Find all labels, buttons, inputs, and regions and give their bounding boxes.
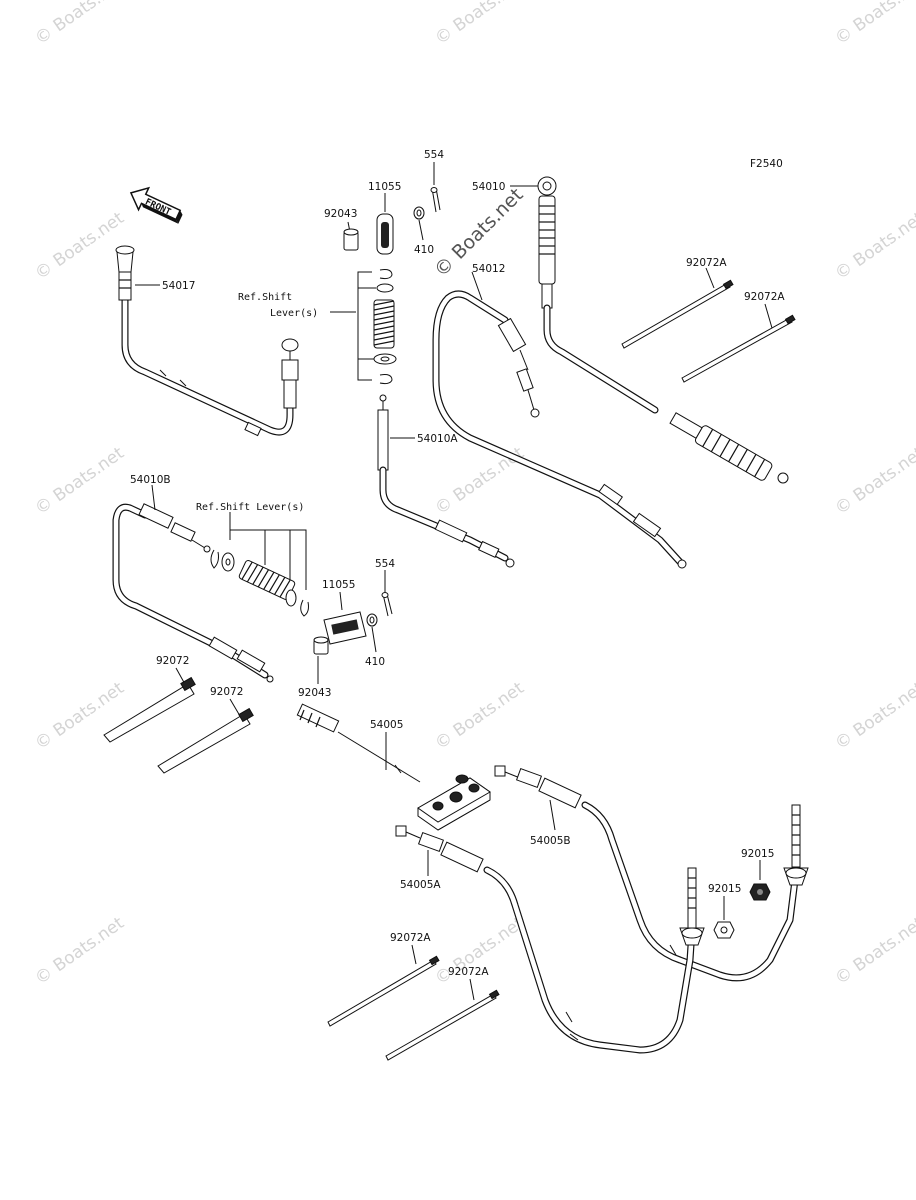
front-arrow-icon: FRONT [129,186,183,224]
cable-tie-92072A-3 [327,955,440,1027]
cable-junction-block [417,774,491,831]
label-11055-top: 11055 [368,181,401,193]
label-54012: 54012 [472,263,505,275]
watermark: © Boats.net [31,913,128,989]
cable-54005 [296,703,421,783]
threaded-end-right [783,804,809,886]
cable-54012 [432,290,687,569]
label-92072A-3: 92072A [390,932,431,944]
washer-410-mid [366,613,378,627]
spring-stack-mid [210,549,309,617]
cotter-pin-554-mid [381,592,393,617]
watermark: © Boats.net [831,0,916,49]
pin-92043-mid [313,636,329,655]
figure-code: F2540 [750,158,783,170]
watermark: © Boats.net [31,678,128,754]
label-54017: 54017 [162,280,195,292]
cable-54010B [112,503,274,683]
label-410-top: 410 [414,244,434,256]
cable-tie-92072-1 [103,676,196,743]
label-54005: 54005 [370,719,403,731]
cable-54005B [494,765,799,982]
label-92072-2: 92072 [210,686,243,698]
pin-92043-top [343,228,359,251]
spring-stack-top [373,269,397,385]
nut-92015-2 [713,921,735,939]
watermark-layer: © Boats.net © Boats.net © Boats.net © Bo… [31,0,916,989]
watermark: © Boats.net [831,678,916,754]
cable-54017 [115,245,299,437]
ref-shift-label-mid: Ref.Shift Lever(s) [196,502,304,513]
label-554-mid: 554 [375,558,395,570]
cable-54005A [395,825,696,1054]
watermark: © Boats.net [831,913,916,989]
watermark: © Boats.net [431,0,528,49]
label-92015-1: 92015 [741,848,774,860]
label-92072A-4: 92072A [448,966,489,978]
cable-tie-92072A-1 [621,279,734,349]
washer-410-top [413,206,425,220]
cable-54010A [377,394,515,568]
cable-tie-92072-2 [157,707,254,774]
watermark: © Boats.net [831,208,916,284]
bracket-11055-mid [323,611,367,645]
label-54010A: 54010A [417,433,458,445]
cable-tie-92072A-4 [385,989,500,1061]
label-92015-2: 92015 [708,883,741,895]
label-92043-top: 92043 [324,208,357,220]
label-410-mid: 410 [365,656,385,668]
cable-54010 [537,176,789,484]
label-92043-mid: 92043 [298,687,331,699]
watermark: © Boats.net [431,678,528,754]
ref-shift-label-top-1: Ref.Shift [238,292,292,303]
watermark: © Boats.net [831,443,916,519]
label-92072A-2: 92072A [744,291,785,303]
label-54005B: 54005B [530,835,571,847]
label-92072A-1: 92072A [686,257,727,269]
label-11055-mid: 11055 [322,579,355,591]
threaded-end-left [679,867,705,946]
label-54010B: 54010B [130,474,171,486]
label-54005A: 54005A [400,879,441,891]
ref-shift-label-top-2: Lever(s) [270,308,318,319]
watermark: © Boats.net [31,443,128,519]
cotter-pin-554-top [430,187,441,213]
watermark: © Boats.net [31,208,128,284]
label-54010: 54010 [472,181,505,193]
label-554-top: 554 [424,149,444,161]
watermark: © Boats.net [31,0,128,49]
nut-92015-1 [749,883,771,901]
label-92072-1: 92072 [156,655,189,667]
bracket-11055-top [376,213,394,255]
cable-tie-92072A-2 [681,314,796,383]
